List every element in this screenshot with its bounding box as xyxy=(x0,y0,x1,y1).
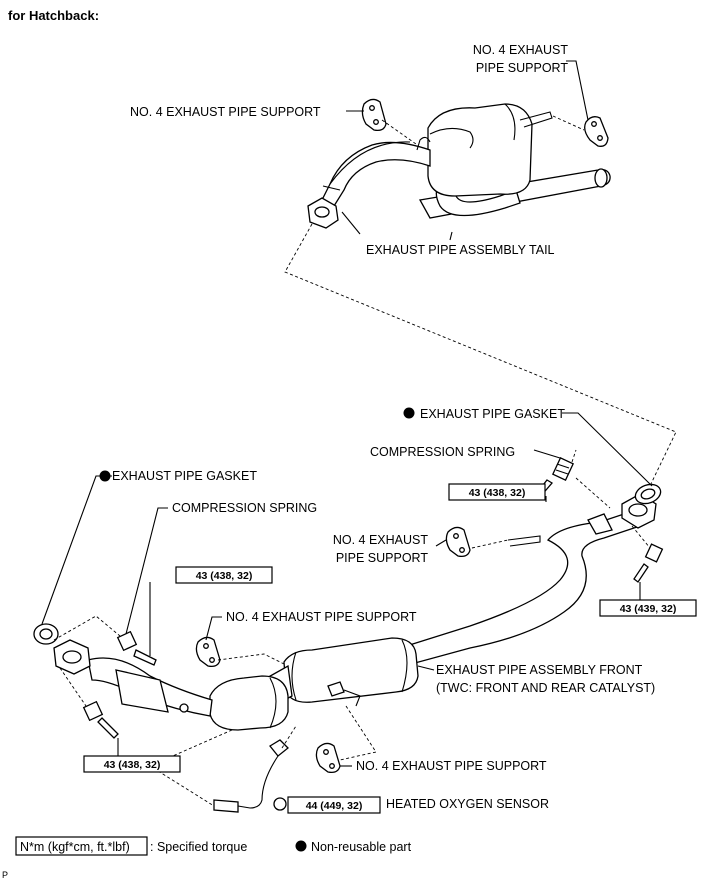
rubber-hanger-center xyxy=(195,636,221,668)
label-front-assembly-2: (TWC: FRONT AND REAR CATALYST) xyxy=(436,681,655,695)
corner-mark: P xyxy=(2,870,8,880)
svg-text:44 (449, 32): 44 (449, 32) xyxy=(306,800,363,812)
torque-box-right-upper: 43 (438, 32) xyxy=(448,483,546,501)
rubber-hanger-mid xyxy=(445,526,471,558)
spring-bolt-left-upper xyxy=(116,630,157,666)
label-gasket-right: EXHAUST PIPE GASKET xyxy=(420,407,565,421)
rubber-hanger-bottom xyxy=(315,742,341,774)
heated-oxygen-sensor xyxy=(213,739,289,813)
gasket-left xyxy=(33,623,59,645)
svg-text:43 (438, 32): 43 (438, 32) xyxy=(469,487,526,499)
legend-non-reusable: Non-reusable part xyxy=(311,840,412,854)
legend-specified-torque: : Specified torque xyxy=(150,840,247,854)
label-tail-assembly: EXHAUST PIPE ASSEMBLY TAIL xyxy=(366,243,555,257)
label-oxygen-sensor: HEATED OXYGEN SENSOR xyxy=(386,797,549,811)
label-front-assembly-1: EXHAUST PIPE ASSEMBLY FRONT xyxy=(436,663,643,677)
label-support-top-right-2: PIPE SUPPORT xyxy=(476,61,569,75)
torque-box-left-upper: 43 (438, 32) xyxy=(175,566,273,584)
label-gasket-left: EXHAUST PIPE GASKET xyxy=(112,469,257,483)
legend: N*m (kgf*cm, ft.*lbf) : Specified torque… xyxy=(15,836,412,856)
torque-box-sensor: 44 (449, 32) xyxy=(287,796,381,814)
front-pipe-assembly xyxy=(53,493,657,731)
label-support-top-right-1: NO. 4 EXHAUST xyxy=(473,43,569,57)
legend-non-reusable-dot xyxy=(295,840,307,852)
label-spring-right: COMPRESSION SPRING xyxy=(370,445,515,459)
gasket-right xyxy=(634,483,662,505)
svg-text:43 (438, 32): 43 (438, 32) xyxy=(196,570,253,582)
rubber-hanger-top-right xyxy=(584,116,609,147)
torque-box-right-lower: 43 (439, 32) xyxy=(599,599,697,617)
legend-unit-box xyxy=(15,836,148,856)
diagram-title: for Hatchback: xyxy=(8,8,99,23)
label-support-top-left: NO. 4 EXHAUST PIPE SUPPORT xyxy=(130,105,321,119)
tail-pipe-assembly xyxy=(307,103,611,229)
rubber-hanger-top-left xyxy=(361,98,387,132)
label-support-mid-2: PIPE SUPPORT xyxy=(336,551,429,565)
spring-bolt-right-lower xyxy=(633,543,664,583)
non-reusable-dot-right xyxy=(403,407,415,419)
legend-unit: N*m (kgf*cm, ft.*lbf) xyxy=(20,840,130,854)
non-reusable-dot-left xyxy=(99,470,111,482)
spring-bolt-left-lower xyxy=(82,700,119,739)
label-support-mid-1: NO. 4 EXHAUST xyxy=(333,533,429,547)
label-spring-left: COMPRESSION SPRING xyxy=(172,501,317,515)
svg-text:43 (438, 32): 43 (438, 32) xyxy=(104,759,161,771)
svg-text:43 (439, 32): 43 (439, 32) xyxy=(620,603,677,615)
label-support-bottom: NO. 4 EXHAUST PIPE SUPPORT xyxy=(356,759,547,773)
torque-box-left-lower: 43 (438, 32) xyxy=(83,755,181,773)
label-support-center: NO. 4 EXHAUST PIPE SUPPORT xyxy=(226,610,417,624)
